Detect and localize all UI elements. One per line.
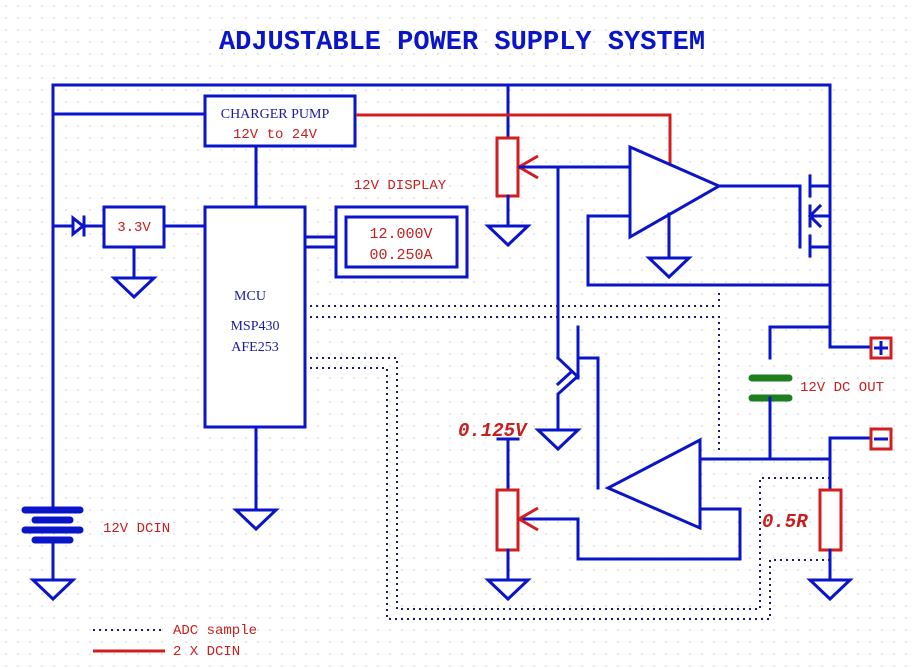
legend: ADC sample 2 X DCIN [93,623,257,660]
diode [51,214,106,238]
opamp-bottom [518,437,742,561]
ground-icon [645,256,693,280]
shunt-resistor: 0.5R [762,488,854,602]
display-voltage: 12.000V [369,226,432,243]
regulator-3v3-block: 3.3V [102,205,207,300]
transistor [534,310,600,490]
ground-icon [534,428,582,452]
ground-icon [232,508,280,532]
adc-sample-traces [310,290,830,620]
ground-icon [806,578,854,602]
shunt-label: 0.5R [762,511,808,533]
display-block: 12V DISPLAY 12.000V 00.250A [303,178,469,279]
dc-out-label: 12V DC OUT [800,380,884,396]
mcu-model: MSP430 [230,319,279,334]
diagram-title: ADJUSTABLE POWER SUPPLY SYSTEM [219,28,705,58]
mcu-label: MCU [234,289,266,304]
display-current: 00.250A [369,247,432,264]
ground-icon [484,578,532,602]
ground-icon [484,224,532,248]
reference-voltage-label: 0.125V [458,420,528,442]
ground-icon [110,276,158,300]
legend-adc-label: ADC sample [173,623,257,639]
charger-pump-spec: 12V to 24V [233,127,318,143]
mosfet [798,174,832,258]
charger-pump-block: CHARGER PUMP 12V to 24V [203,94,357,209]
display-caption: 12V DISPLAY [354,178,447,194]
regulator-label: 3.3V [117,220,151,236]
potentiometer-bottom: 0.125V [458,420,539,602]
ground-icon [29,578,77,602]
double-dcin-line [356,113,672,166]
battery-12v-dcin: 12V DCIN [21,506,170,602]
mcu-afe: AFE253 [231,340,278,355]
legend-dcin-label: 2 X DCIN [173,644,240,660]
mcu-block: MCU MSP430 AFE253 [203,205,307,532]
charger-pump-name: CHARGER PUMP [221,107,330,122]
output-stage: 12V DC OUT [698,283,893,492]
dcin-label: 12V DCIN [103,521,170,537]
potentiometer-top [484,136,539,248]
